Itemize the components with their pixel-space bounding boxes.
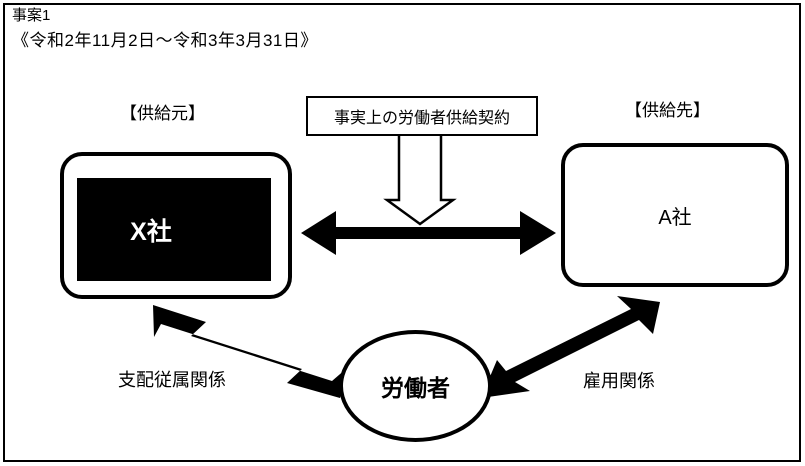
- supplier-side-label: 【供給元】: [120, 104, 205, 123]
- callout-down-arrow-icon: [383, 132, 457, 226]
- node-worker: 労働者: [339, 330, 492, 442]
- node-supplier-company-label: X社: [130, 217, 172, 246]
- node-recipient-company: A社: [561, 143, 789, 287]
- node-recipient-company-label: A社: [658, 206, 692, 229]
- recipient-side-label: 【供給先】: [625, 101, 710, 120]
- node-worker-label: 労働者: [381, 375, 450, 401]
- relation-label-subordination: 支配従属関係: [118, 370, 226, 390]
- redaction-block: [77, 178, 271, 281]
- callout-contract-label: 事実上の労働者供給契約: [333, 110, 510, 127]
- page-title: 事案1: [12, 7, 51, 24]
- case-period-text: 《令和2年11月2日～令和3年3月31日》: [12, 31, 318, 50]
- relation-label-employment: 雇用関係: [583, 371, 655, 391]
- arrow-supplier-recipient-icon: [301, 211, 556, 255]
- callout-contract-box: 事実上の労働者供給契約: [306, 96, 538, 136]
